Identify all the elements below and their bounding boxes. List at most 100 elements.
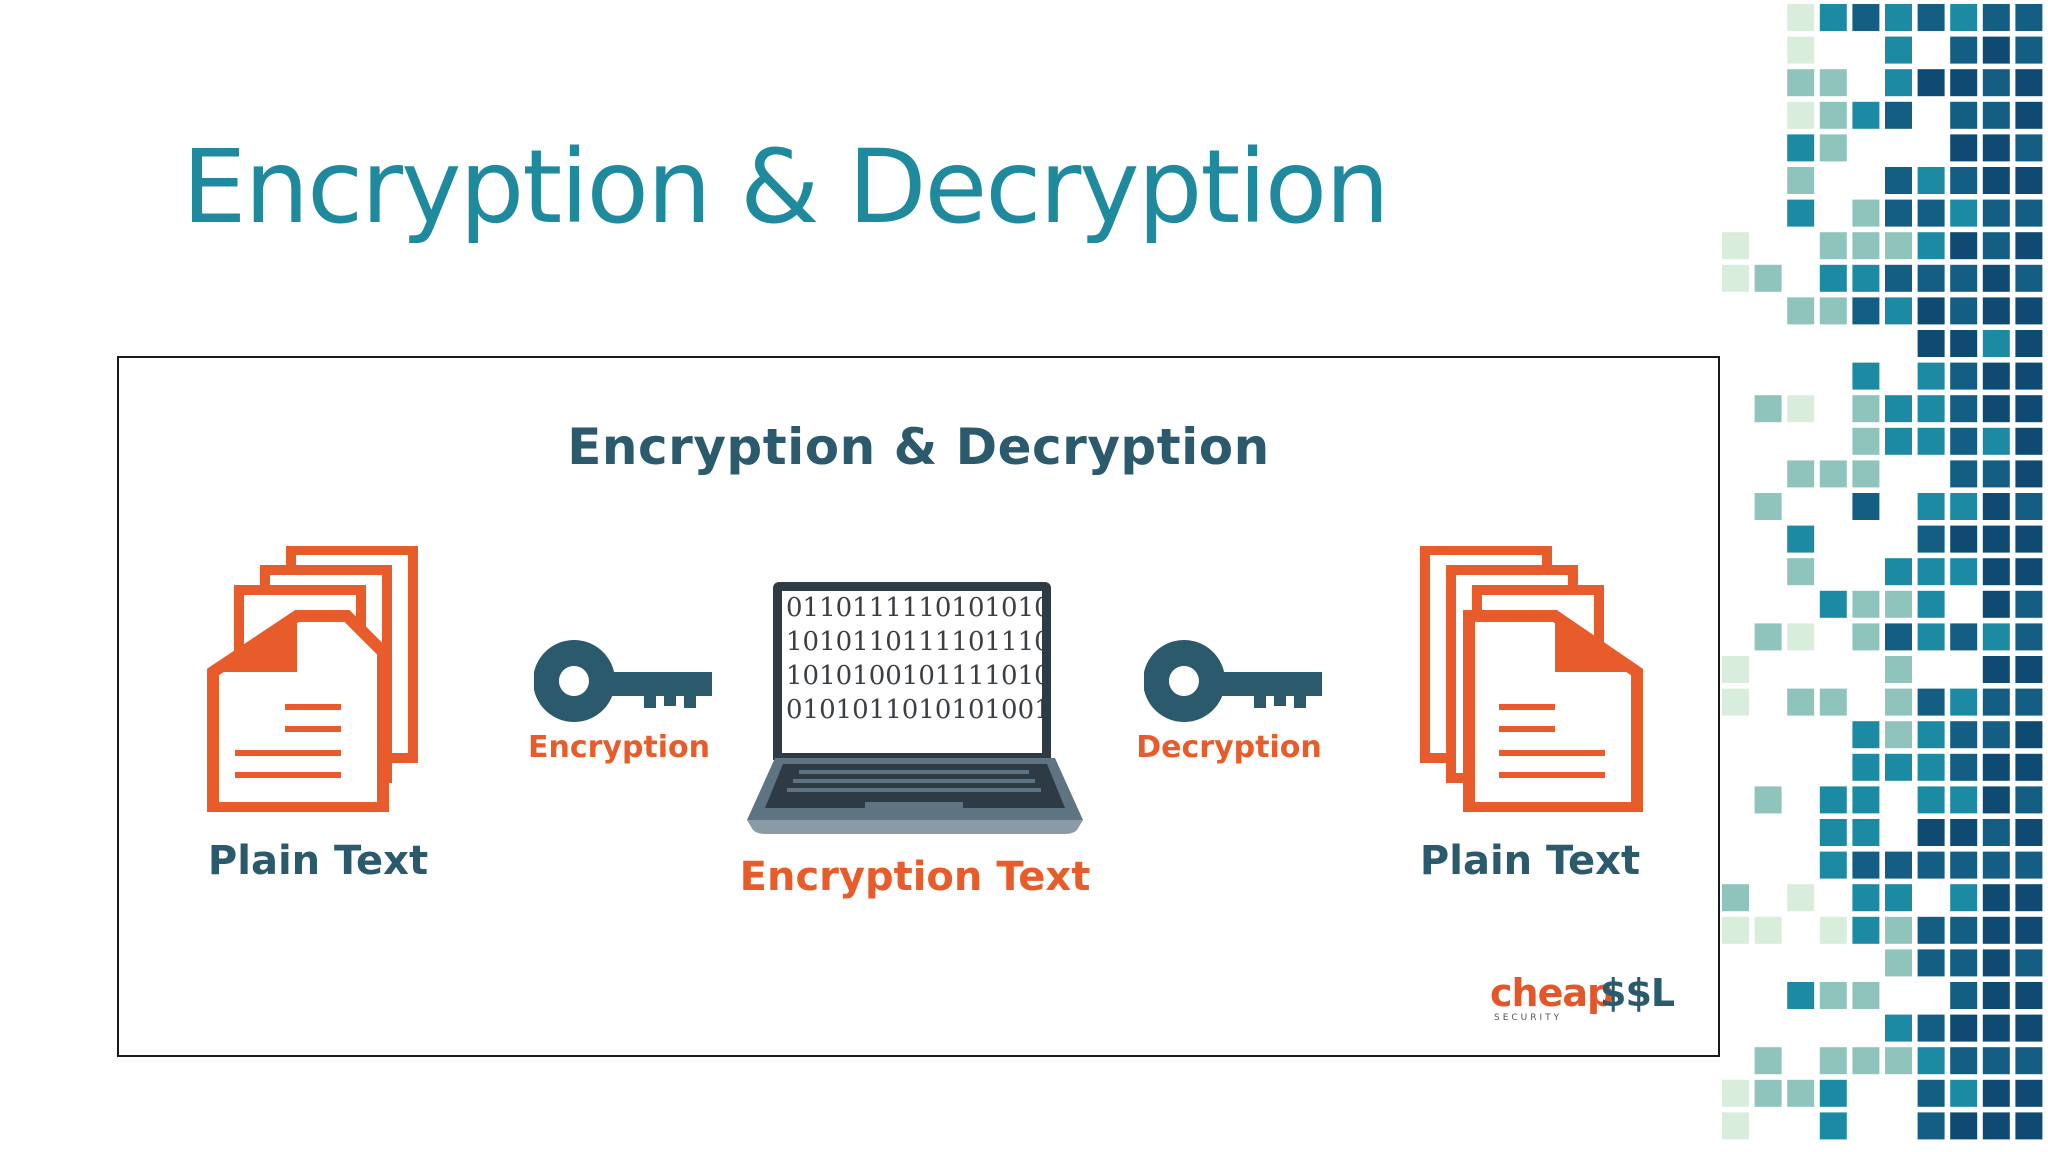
mosaic-tile xyxy=(1787,69,1815,97)
mosaic-tile xyxy=(1819,1079,1847,1107)
slide-title: Encryption & Decryption xyxy=(182,128,1390,247)
mosaic-tile xyxy=(1819,916,1847,944)
mosaic-tile xyxy=(1819,590,1847,618)
mosaic-tile xyxy=(1852,884,1880,912)
mosaic-tile xyxy=(1982,753,2010,781)
mosaic-tile xyxy=(1787,134,1815,162)
logo-text-cheap: cheap xyxy=(1490,971,1614,1015)
mosaic-tile xyxy=(1819,297,1847,325)
mosaic-tile xyxy=(2015,264,2043,292)
mosaic-tile xyxy=(1852,297,1880,325)
decryption-key-icon xyxy=(1144,640,1322,722)
mosaic-tile xyxy=(1885,264,1912,292)
mosaic-tile xyxy=(1950,493,1978,520)
mosaic-tile xyxy=(1950,916,1978,944)
diagram-image-frame: Encryption & Decryption Plain Text Encry… xyxy=(117,356,1720,1057)
mosaic-tile xyxy=(2015,69,2043,97)
mosaic-tile xyxy=(1917,232,1945,260)
mosaic-tile xyxy=(1819,1047,1847,1075)
mosaic-tile xyxy=(1852,232,1880,260)
laptop-screen-bezel: 0110111110101010 1010110111101110 101010… xyxy=(773,582,1051,760)
mosaic-tile xyxy=(1754,1047,1782,1075)
mosaic-tile xyxy=(1950,362,1978,390)
mosaic-tile xyxy=(2015,590,2043,618)
mosaic-tile xyxy=(1917,1047,1945,1075)
mosaic-tile xyxy=(1722,916,1749,944)
mosaic-tile xyxy=(1722,656,1749,683)
mosaic-tile xyxy=(1754,786,1782,814)
mosaic-tile xyxy=(1787,460,1815,488)
mosaic-tile xyxy=(1917,558,1945,586)
mosaic-tile xyxy=(2015,330,2043,357)
mosaic-tile xyxy=(1885,558,1912,586)
logo-subtext: SECURITY xyxy=(1494,1013,1563,1023)
mosaic-tile xyxy=(2015,1112,2043,1140)
mosaic-tile xyxy=(1885,721,1912,749)
mosaic-tile xyxy=(1917,949,1945,977)
mosaic-tile xyxy=(1819,101,1847,129)
mosaic-tile xyxy=(1950,558,1978,586)
mosaic-tile xyxy=(1722,232,1749,260)
mosaic-tile xyxy=(2015,167,2043,194)
mosaic-tile xyxy=(1950,330,1978,357)
mosaic-tile xyxy=(1885,232,1912,260)
mosaic-tile xyxy=(1917,851,1945,879)
diagram-title: Encryption & Decryption xyxy=(567,418,1270,476)
mosaic-tile xyxy=(2015,819,2043,846)
mosaic-tile xyxy=(1982,819,2010,846)
mosaic-tile xyxy=(1885,623,1912,651)
mosaic-tile xyxy=(1754,395,1782,423)
mosaic-tile xyxy=(1885,199,1912,227)
mosaic-tile xyxy=(1787,623,1815,651)
mosaic-tile xyxy=(1722,1079,1749,1107)
logo-text-ssl: $$L xyxy=(1600,971,1675,1015)
right-plain-text-label: Plain Text xyxy=(1419,838,1641,884)
mosaic-tile xyxy=(1885,753,1912,781)
mosaic-tile xyxy=(1852,460,1880,488)
mosaic-tile xyxy=(1787,4,1815,31)
mosaic-tile xyxy=(1950,753,1978,781)
mosaic-tile xyxy=(1982,884,2010,912)
mosaic-tile xyxy=(1982,101,2010,129)
mosaic-tile xyxy=(1852,851,1880,879)
mosaic-tile xyxy=(1787,36,1815,64)
mosaic-tile xyxy=(1787,199,1815,227)
mosaic-tile xyxy=(1917,427,1945,455)
mosaic-tile xyxy=(1950,232,1978,260)
mosaic-tile xyxy=(1950,786,1978,814)
mosaic-tile xyxy=(1950,1014,1978,1042)
mosaic-tile xyxy=(1787,167,1815,194)
mosaic-tile xyxy=(1950,623,1978,651)
mosaic-tile xyxy=(2015,786,2043,814)
mosaic-tile xyxy=(1852,264,1880,292)
mosaic-tile xyxy=(2015,36,2043,64)
mosaic-tile xyxy=(1982,427,2010,455)
mosaic-tile xyxy=(1885,36,1912,64)
mosaic-tile xyxy=(1950,819,1978,846)
mosaic-tile xyxy=(1852,427,1880,455)
encryption-label: Encryption xyxy=(527,730,711,765)
binary-line-2: 1010110111101110 xyxy=(786,627,1042,657)
mosaic-tile xyxy=(1819,264,1847,292)
mosaic-tile xyxy=(1950,721,1978,749)
mosaic-tile xyxy=(2015,460,2043,488)
mosaic-tile xyxy=(1917,916,1945,944)
mosaic-tile xyxy=(1917,688,1945,716)
mosaic-tile xyxy=(1950,264,1978,292)
mosaic-tile xyxy=(1982,362,2010,390)
mosaic-tile xyxy=(1982,721,2010,749)
encryption-key-icon xyxy=(534,640,712,722)
mosaic-tile xyxy=(1950,297,1978,325)
mosaic-tile xyxy=(1982,558,2010,586)
mosaic-tile xyxy=(2015,395,2043,423)
mosaic-tile xyxy=(1787,525,1815,553)
mosaic-tile xyxy=(1852,395,1880,423)
mosaic-tile xyxy=(2015,1047,2043,1075)
mosaic-tile xyxy=(1885,590,1912,618)
mosaic-tile xyxy=(1950,134,1978,162)
left-plain-text-label: Plain Text xyxy=(207,838,429,884)
mosaic-tile xyxy=(1982,1047,2010,1075)
mosaic-tile xyxy=(1885,1014,1912,1042)
mosaic-tile xyxy=(1982,199,2010,227)
mosaic-tile xyxy=(1982,623,2010,651)
